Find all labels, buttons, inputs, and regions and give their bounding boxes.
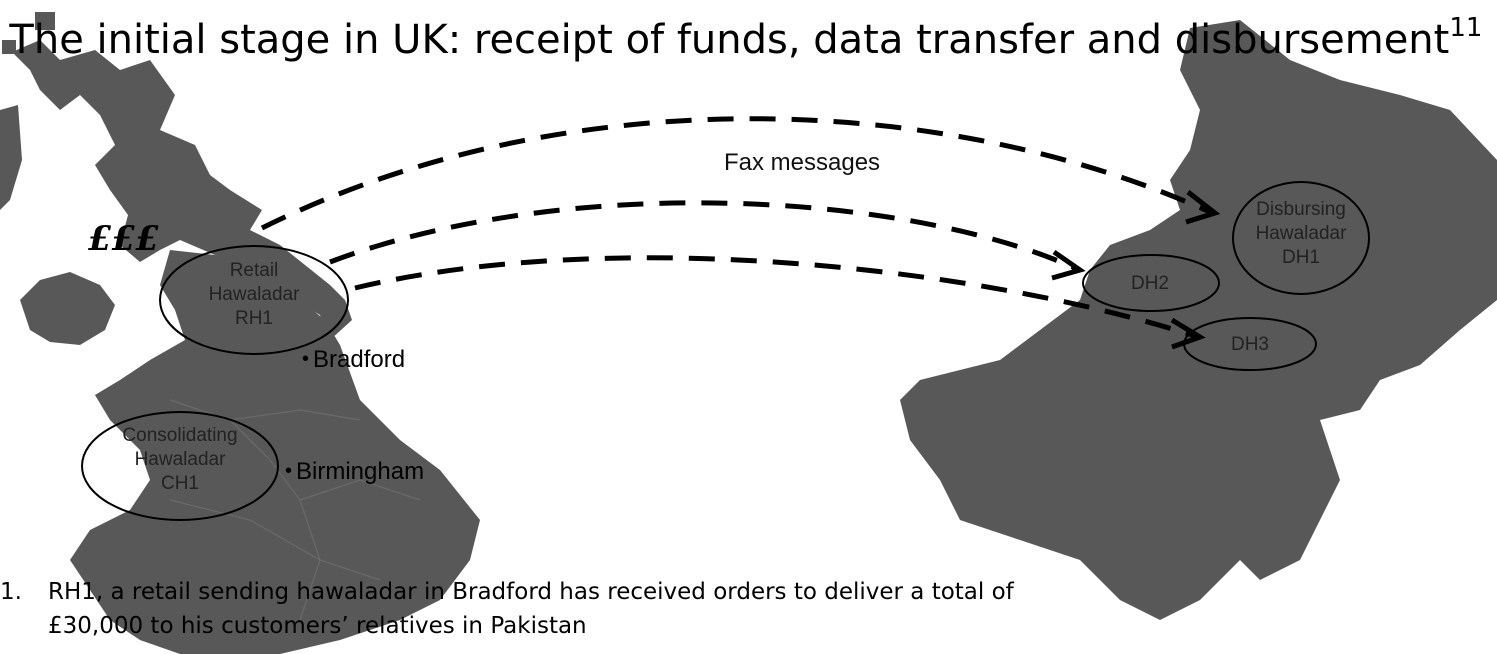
isle-small-1: [35, 12, 55, 30]
rh1-ellipse: [159, 245, 349, 355]
fax-arrows: [260, 116, 1212, 339]
pakistan-landmass: [900, 20, 1497, 620]
city-birmingham: •Birmingham: [285, 458, 424, 486]
birmingham-marker: •: [285, 460, 293, 482]
rh1-label: Retail Hawaladar RH1: [194, 259, 314, 331]
dh1-ellipse: [1232, 181, 1370, 295]
arrowhead-dh1: [1185, 190, 1221, 225]
step-line2: £30,000 to his customers’ relatives in P…: [48, 613, 587, 639]
pounds-symbol: £££: [88, 219, 159, 259]
arrowhead-dh2: [1051, 249, 1086, 281]
title-footnote: 11: [1449, 13, 1483, 43]
pakistan-map: [900, 20, 1497, 620]
ch1-label: Consolidating Hawaladar CH1: [95, 424, 265, 496]
step-number: 1.: [0, 579, 22, 605]
bradford-marker: •: [302, 348, 310, 370]
arrowhead-dh3: [1170, 317, 1206, 350]
northern-ireland: [20, 272, 115, 345]
step-line1: RH1, a retail sending hawaladar in Bradf…: [48, 579, 1014, 605]
dh2-ellipse: [1082, 254, 1220, 312]
dh3-ellipse: [1183, 317, 1317, 371]
step-item: 1. RH1, a retail sending hawaladar in Br…: [0, 575, 1497, 643]
dh1-line3: DH1: [1281, 247, 1320, 268]
ch1-line3: CH1: [160, 473, 199, 494]
rh1-line1: Retail: [229, 260, 279, 281]
rh1-line3: RH1: [234, 308, 273, 329]
scotland-landmass: [12, 40, 352, 340]
fax-messages-label: Fax messages: [724, 149, 881, 176]
dh3-label: DH3: [1230, 334, 1269, 355]
steps-list: 1. RH1, a retail sending hawaladar in Br…: [0, 575, 1497, 643]
rh1-line2: Hawaladar: [208, 284, 300, 305]
bradford-name: Bradford: [313, 346, 406, 373]
arrow-heads: [1051, 190, 1221, 350]
ch1-line2: Hawaladar: [134, 449, 226, 470]
dh1-line1: Disbursing: [1256, 199, 1346, 220]
arrow-to-dh3: [354, 255, 1196, 339]
uk-map: [0, 12, 480, 654]
slide-title: . The initial stage in UK: receipt of fu…: [0, 13, 1482, 63]
arrow-to-dh2: [329, 200, 1077, 271]
dh2-label: DH2: [1130, 273, 1169, 294]
arrow-to-dh1: [260, 116, 1212, 231]
city-bradford: •Bradford: [302, 346, 405, 374]
title-text: . The initial stage in UK: receipt of fu…: [0, 17, 1450, 63]
outer-isles: [0, 105, 22, 210]
dh1-label: Disbursing Hawaladar DH1: [1236, 198, 1366, 270]
dh1-line2: Hawaladar: [1255, 223, 1347, 244]
ch1-line1: Consolidating: [122, 425, 238, 446]
ch1-ellipse: [81, 411, 279, 521]
birmingham-name: Birmingham: [296, 458, 425, 485]
isle-small-2: [2, 40, 16, 54]
